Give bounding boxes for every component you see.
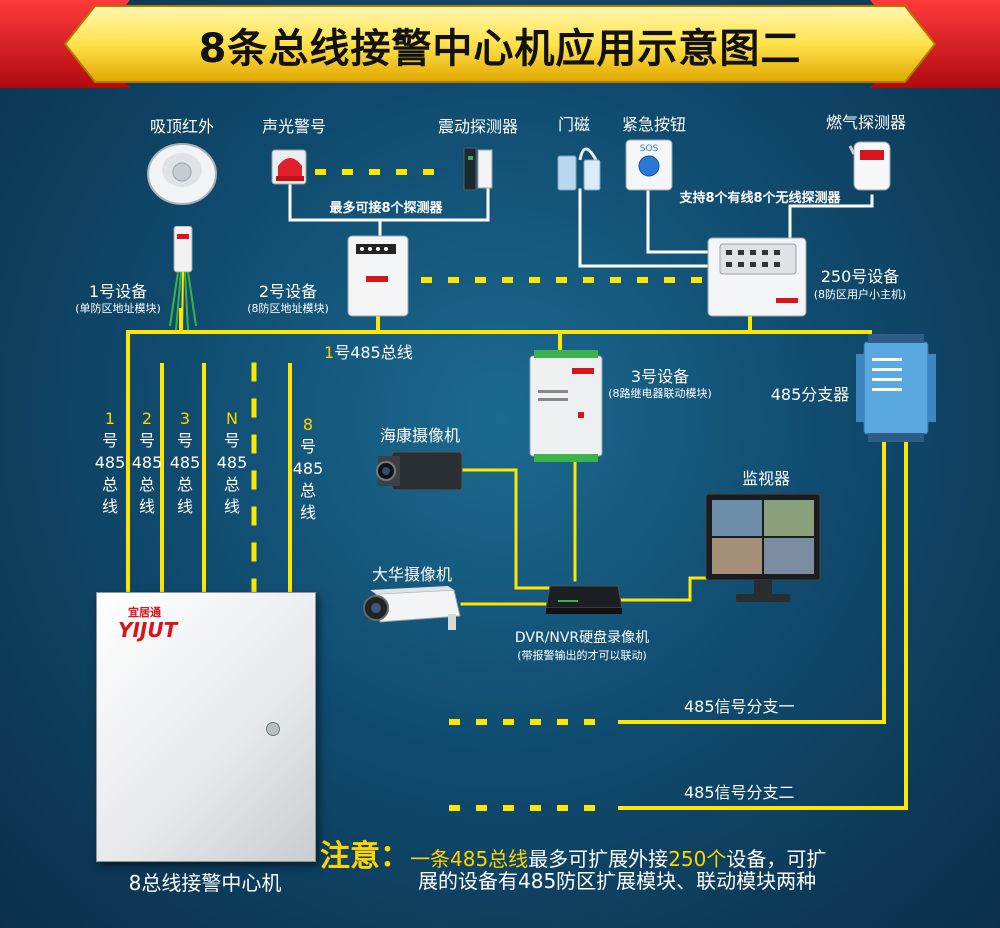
note-part3: 250个	[668, 847, 727, 871]
label-device2-sub: (8防区地址模块)	[247, 302, 329, 315]
note-part4: 设备，可扩	[726, 847, 827, 871]
vibration-detector	[463, 147, 493, 191]
label-monitor: 监视器	[741, 469, 791, 488]
gas-detector	[848, 141, 891, 191]
label-siren: 声光警号	[261, 117, 327, 136]
page-title: 8条总线接警中心机应用示意图二	[198, 26, 802, 72]
label-door-magnet: 门磁	[557, 115, 591, 134]
note-prefix: 注意：	[320, 839, 410, 874]
label-vibration: 震动探测器	[437, 117, 519, 136]
brand-logo: YIJUT	[118, 618, 178, 642]
label-ceiling-ir: 吸顶红外	[149, 117, 215, 136]
banner-gold-band	[63, 5, 937, 83]
label-device3-sub: (8路继电器联动模块)	[608, 387, 712, 400]
hik-camera	[376, 451, 463, 491]
label-center: 8总线接警中心机	[128, 871, 282, 895]
dahua-camera	[363, 586, 461, 630]
door-magnet	[557, 147, 601, 191]
label-device3: 3号设备	[630, 367, 690, 386]
label-branch2: 485信号分支二	[684, 783, 795, 802]
monitor-device	[705, 493, 821, 602]
lock-icon	[266, 722, 280, 736]
button-wire	[646, 190, 710, 254]
note-line2: 展的设备有485防区扩展模块、联动模块两种	[418, 869, 817, 893]
label-main-bus-num: 1	[324, 343, 335, 362]
label-device250-sub: (8防区用户小主机)	[813, 288, 907, 301]
label-max-detectors: 最多可接8个探测器	[329, 201, 443, 216]
label-device1: 1号设备	[88, 282, 148, 301]
label-device2: 2号设备	[258, 282, 318, 301]
device1-module	[169, 226, 197, 332]
label-gas-detector: 燃气探测器	[825, 113, 907, 132]
label-device250: 250号设备	[820, 267, 900, 286]
gas-wire	[788, 194, 874, 242]
label-branch1: 485信号分支一	[684, 697, 795, 716]
ceiling-ir-detector	[147, 143, 217, 205]
hik-wire	[460, 468, 550, 590]
sos-label: SOS	[639, 144, 659, 154]
title-banner	[0, 0, 1000, 88]
note-text: 注意：一条485总线最多可扩展外接250个设备，可扩 展的设备有485防区扩展模…	[320, 842, 826, 896]
siren-wire	[288, 183, 490, 222]
branch2-wire	[618, 438, 908, 810]
device3-relay-module	[529, 350, 603, 462]
label-dvr: DVR/NVR硬盘录像机	[514, 630, 650, 646]
door-wire	[578, 188, 710, 268]
label-main-bus: 1号485总线	[324, 343, 413, 362]
note-part2: 最多可扩展外接	[528, 847, 669, 871]
device2-module	[347, 235, 409, 317]
label-splitter: 485分支器	[770, 385, 850, 404]
label-dvr-sub: (带报警输出的才可以联动)	[517, 649, 647, 662]
label-support-detectors: 支持8个有线8个无线探测器	[679, 191, 841, 206]
monitor-wire	[620, 576, 708, 602]
label-dahua-camera: 大华摄像机	[371, 565, 453, 584]
label-emergency-button: 紧急按钮	[621, 115, 687, 134]
label-device1-sub: (单防区地址模块)	[75, 302, 161, 315]
label-hik-camera: 海康摄像机	[379, 426, 461, 445]
device250-host	[707, 237, 807, 317]
brand-cn: 宜居通	[128, 606, 161, 619]
branch1-wire	[618, 438, 886, 724]
dvr-recorder	[545, 585, 623, 614]
label-main-bus-text: 号485总线	[334, 343, 413, 362]
note-part1: 一条485总线	[410, 847, 529, 871]
note-line1: 注意：一条485总线最多可扩展外接250个设备，可扩	[320, 842, 826, 874]
siren-device	[271, 149, 307, 185]
emergency-button	[625, 139, 673, 191]
splitter-device	[856, 334, 936, 442]
